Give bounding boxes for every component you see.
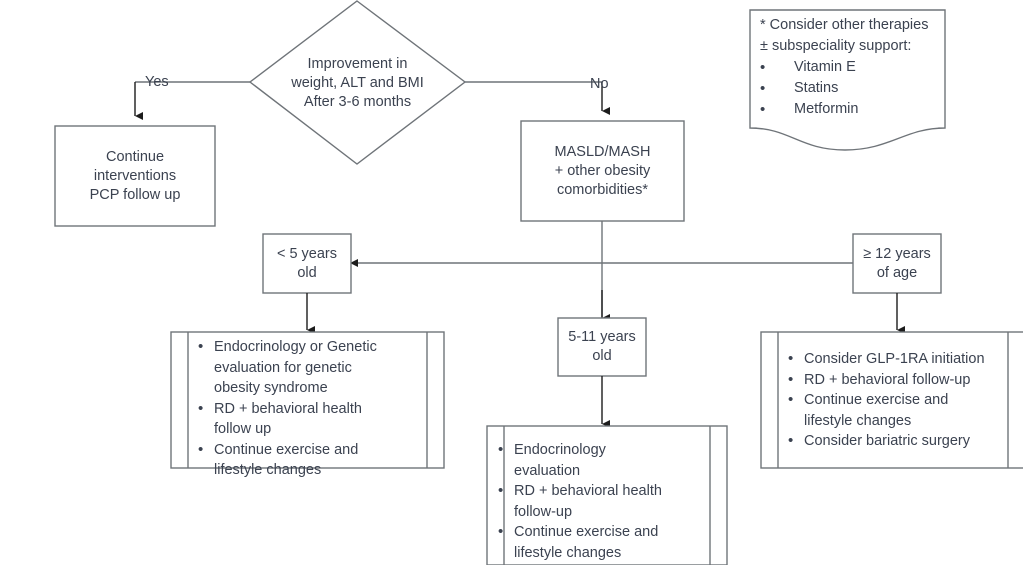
plan-under5-b1-l1: Endocrinology or Genetic bbox=[214, 339, 377, 355]
age-under5-box-shape bbox=[262, 233, 352, 294]
plan-5-11-b1-l2: evaluation bbox=[514, 462, 581, 479]
bullet-icon: • bbox=[498, 482, 504, 499]
plan-under5-b1-l3: obesity syndrome bbox=[214, 380, 328, 396]
plan-5-11-b3-l1: Continue exercise and bbox=[514, 524, 659, 540]
list-item: • Continue exercise and lifestyle change… bbox=[788, 390, 1013, 431]
list-item: • Statins bbox=[760, 78, 940, 99]
bullet-icon: • bbox=[198, 338, 204, 355]
list-item: • Consider GLP-1RA initiation bbox=[788, 349, 1013, 370]
list-item: • Vitamin E bbox=[760, 57, 940, 78]
decision-diamond-shape bbox=[248, 0, 467, 165]
bullet-icon: • bbox=[198, 440, 204, 458]
list-item: • Continue exercise and lifestyle change… bbox=[198, 440, 420, 481]
list-item: • Endocrinology evaluation bbox=[498, 440, 708, 481]
plan-under5-b3-l2: lifestyle changes bbox=[214, 462, 322, 478]
age-12plus-box-shape bbox=[852, 233, 942, 294]
bullet-icon: • bbox=[788, 370, 794, 388]
note-bullet-1: Vitamin E bbox=[794, 59, 856, 75]
plan-5-11-b3-l2: lifestyle changes bbox=[514, 544, 622, 561]
plan-under5-list: • Endocrinology or Genetic evaluation fo… bbox=[198, 337, 420, 481]
plan-under5-box-shape bbox=[170, 331, 445, 469]
continue-interventions-box-shape bbox=[54, 125, 216, 227]
plan-5-11-b1-l1: Endocrinology bbox=[514, 442, 606, 458]
plan-5-11-list: • Endocrinology evaluation • RD + behavi… bbox=[498, 440, 708, 563]
note-bullet-3: Metformin bbox=[794, 101, 859, 117]
plan-5-11-b2-l2: follow-up bbox=[514, 503, 573, 520]
list-item: • Consider bariatric surgery bbox=[788, 431, 1013, 452]
list-item: • Metformin bbox=[760, 99, 940, 120]
masld-mash-box-shape bbox=[520, 120, 685, 222]
bullet-icon: • bbox=[198, 399, 204, 417]
plan-5-11-box-shape bbox=[486, 425, 728, 565]
bullet-icon: • bbox=[498, 441, 504, 458]
plan-under5-b3-l1: Continue exercise and bbox=[214, 441, 359, 458]
note-heading-line-1: * Consider other therapies bbox=[760, 17, 929, 33]
plan-12plus-box-shape bbox=[760, 331, 1023, 469]
note-bullet-2: Statins bbox=[794, 80, 839, 96]
list-item: • Continue exercise and lifestyle change… bbox=[498, 522, 708, 563]
bullet-icon: • bbox=[788, 432, 794, 449]
edge-label-yes: Yes bbox=[145, 74, 169, 90]
plan-12plus-b3-l1: Continue exercise and bbox=[804, 392, 949, 408]
plan-12plus-list: • Consider GLP-1RA initiation • RD + beh… bbox=[788, 349, 1013, 452]
plan-under5-b2-l2: follow up bbox=[214, 421, 272, 437]
list-item: • Endocrinology or Genetic evaluation fo… bbox=[198, 337, 420, 399]
footnote-text: uideline is not intended to impose stand… bbox=[0, 516, 416, 565]
bullet-icon: • bbox=[760, 101, 766, 118]
plan-12plus-b2-l1: RD + behavioral follow-up bbox=[804, 371, 971, 388]
bullet-icon: • bbox=[760, 59, 766, 76]
plan-12plus-b1-l1: Consider GLP-1RA initiation bbox=[804, 351, 985, 367]
list-item: • RD + behavioral follow-up bbox=[788, 370, 1013, 391]
other-therapies-note-text: * Consider other therapies ± subspeciali… bbox=[760, 15, 940, 120]
note-heading-line-2: ± subspeciality support: bbox=[760, 38, 912, 54]
edge-label-no: No bbox=[590, 76, 609, 92]
plan-under5-b1-l2: evaluation for genetic bbox=[214, 359, 352, 376]
bullet-icon: • bbox=[498, 523, 504, 540]
plan-12plus-b4-l1: Consider bariatric surgery bbox=[804, 433, 971, 449]
list-item: • RD + behavioral health follow-up bbox=[498, 481, 708, 522]
bullet-icon: • bbox=[788, 391, 794, 408]
plan-12plus-b3-l2: lifestyle changes bbox=[804, 412, 912, 429]
plan-under5-b2-l1: RD + behavioral health bbox=[214, 400, 362, 417]
other-therapies-note-shape bbox=[749, 9, 946, 151]
plan-5-11-b2-l1: RD + behavioral health bbox=[514, 483, 662, 499]
age-5-11-box-shape bbox=[557, 317, 647, 377]
list-item: • RD + behavioral health follow up bbox=[198, 399, 420, 440]
bullet-icon: • bbox=[788, 350, 794, 367]
bullet-icon: • bbox=[760, 80, 766, 97]
